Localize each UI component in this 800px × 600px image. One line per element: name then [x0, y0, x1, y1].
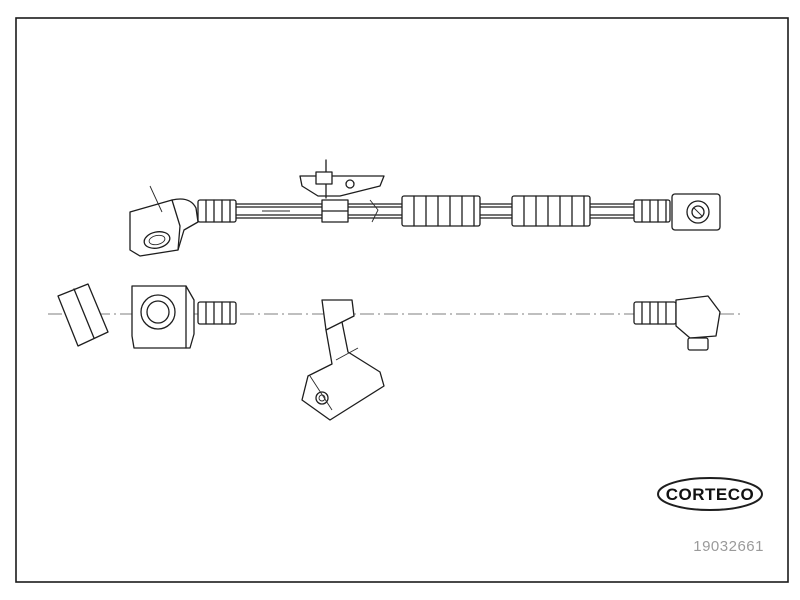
hose-body [235, 199, 635, 223]
brake-hose-assembly [129, 159, 721, 257]
seal-washer-view [57, 283, 109, 347]
right-banjo-fitting [671, 193, 721, 231]
left-fitting-section-view [131, 285, 237, 349]
left-crimp-ferrule [197, 199, 237, 223]
mounting-bracket [299, 159, 385, 223]
part-number: 19032661 [693, 538, 764, 555]
protective-sleeve-1 [401, 195, 481, 227]
corteco-logo: CORTECO [657, 477, 763, 511]
protective-sleeve-2 [511, 195, 591, 227]
brand-name: CORTECO [666, 485, 755, 504]
drawing-frame [15, 17, 789, 583]
right-fitting-side-view [633, 295, 721, 351]
left-angled-fitting [129, 185, 199, 257]
right-crimp-ferrule [633, 199, 671, 223]
bracket-detail-view [301, 299, 385, 421]
